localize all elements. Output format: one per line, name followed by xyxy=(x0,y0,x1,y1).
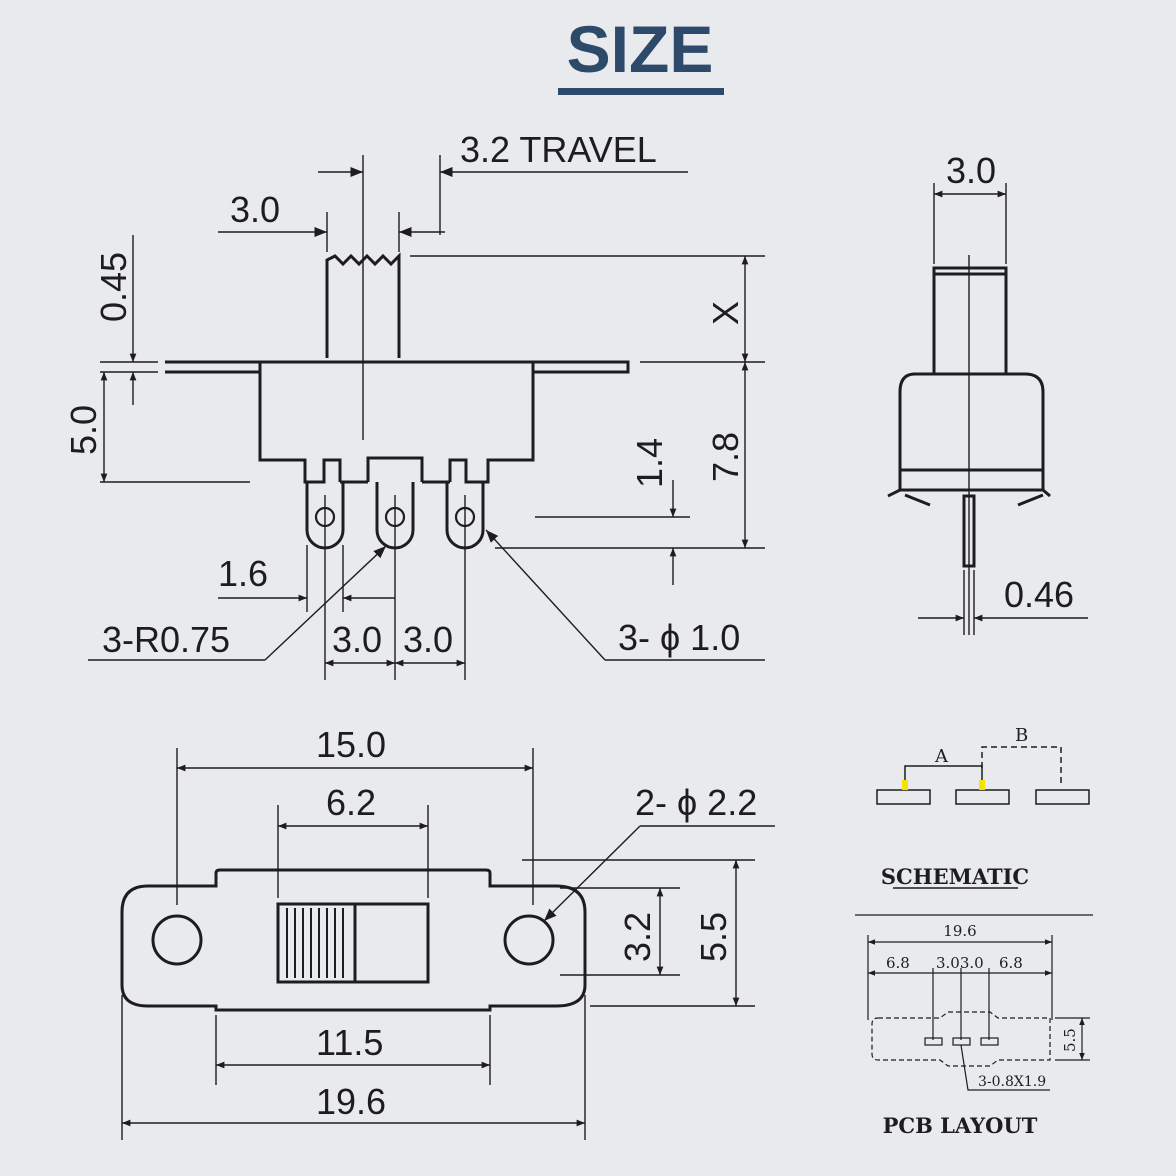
page-title: SIZE xyxy=(567,12,714,86)
pcb-seg-left-label: 6.8 xyxy=(886,954,910,972)
pcb-seg-right-label: 6.8 xyxy=(999,954,1023,972)
slider-knob xyxy=(276,902,357,984)
pitch-label-2: 3.0 xyxy=(403,619,453,660)
schematic: A B SCHEMATIC xyxy=(876,725,1090,889)
pcb-seg-mid-label: 3.03.0 xyxy=(936,954,984,972)
actuator-width-label: 3.0 xyxy=(230,189,280,230)
mount-hole-right xyxy=(503,914,555,966)
slider-window xyxy=(276,902,430,984)
housing-body xyxy=(258,362,535,484)
x-label: X xyxy=(705,301,746,325)
connection-b xyxy=(981,746,1062,784)
pcb-label: PCB LAYOUT xyxy=(883,1113,1038,1138)
pcb-total-label: 19.6 xyxy=(943,922,976,940)
travel-label: 3.2 TRAVEL xyxy=(460,129,657,170)
pin-width-label: 1.6 xyxy=(218,553,268,594)
outer-height-label: 5.5 xyxy=(693,912,734,962)
total-height-label: 7.8 xyxy=(705,432,746,482)
schematic-label: SCHEMATIC xyxy=(881,864,1029,889)
pcb-height-label: 5.5 xyxy=(1061,1028,1079,1052)
inner-height-label: 3.2 xyxy=(617,912,658,962)
body-length-label: 11.5 xyxy=(316,1022,383,1063)
window-label: 6.2 xyxy=(326,782,376,823)
schematic-pad-2 xyxy=(955,789,1010,805)
pitch-label-1: 3.0 xyxy=(332,619,382,660)
mount-hole-label: 2- ϕ 2.2 xyxy=(635,782,757,823)
actuator-height-label: 0.45 xyxy=(93,252,134,322)
schematic-a-label: A xyxy=(934,746,949,767)
pin-height-label: 1.4 xyxy=(629,438,670,488)
mount-flange xyxy=(165,360,630,374)
pcb-pad-3 xyxy=(980,1037,999,1046)
end-width-label: 3.0 xyxy=(946,150,996,191)
hole-label: 3- ϕ 1.0 xyxy=(618,617,740,658)
pcb-pad-1 xyxy=(924,1037,943,1046)
end-actuator xyxy=(932,266,1008,376)
radius-label: 3-R0.75 xyxy=(102,619,230,660)
side-view xyxy=(165,252,630,550)
end-pin-label: 0.46 xyxy=(1004,574,1074,615)
length-label: 15.0 xyxy=(316,724,386,765)
top-view xyxy=(120,868,587,1012)
title-underline xyxy=(558,88,724,95)
total-length-label: 19.6 xyxy=(316,1081,386,1122)
mount-hole-left xyxy=(151,914,203,966)
end-housing xyxy=(898,372,1045,490)
schematic-b-label: B xyxy=(1015,725,1028,746)
top-outline xyxy=(120,868,587,1012)
pcb-pads-label: 3-0.8X1.9 xyxy=(978,1074,1046,1090)
connection-a xyxy=(904,765,983,784)
schematic-pad-1 xyxy=(876,789,931,805)
body-height-label: 5.0 xyxy=(63,405,104,455)
schematic-pad-3 xyxy=(1035,789,1090,805)
pcb-layout: 19.6 6.8 3.03.0 6.8 5.5 3-0.8X1.9 PCB LA… xyxy=(855,914,1093,1138)
end-view xyxy=(887,266,1051,568)
